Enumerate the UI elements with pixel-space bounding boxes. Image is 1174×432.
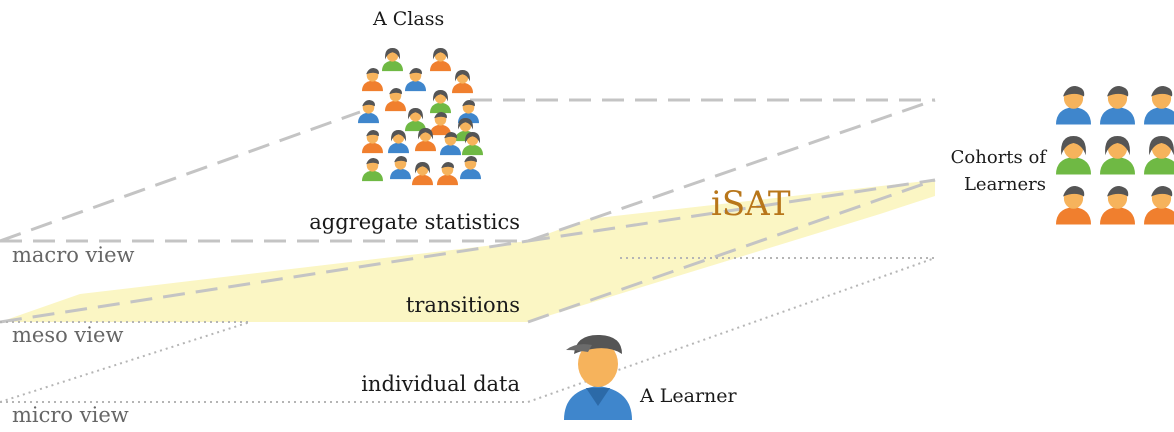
learner-label: A Learner <box>640 385 737 407</box>
person-icon <box>358 100 379 124</box>
person-icon <box>440 132 461 156</box>
person-icon <box>1144 186 1174 225</box>
person-icon <box>390 156 411 180</box>
person-icon <box>1144 136 1174 175</box>
person-icon <box>462 132 483 156</box>
cohorts-label: Cohorts of Learners <box>950 147 1046 195</box>
person-icon <box>1100 136 1135 175</box>
macro-view-lines <box>0 98 936 243</box>
person-icon <box>388 130 409 154</box>
aggregate-statistics-label: aggregate statistics <box>309 210 520 234</box>
micro-view-lines <box>0 257 936 403</box>
micro-view-label: micro view <box>12 403 129 427</box>
person-icon <box>405 68 426 92</box>
person-icon <box>415 128 436 152</box>
transitions-label: transitions <box>405 293 520 317</box>
person-icon <box>430 112 451 136</box>
person-icon <box>430 90 451 114</box>
isat-brand-label: iSAT <box>711 184 791 224</box>
person-icon <box>1100 186 1135 225</box>
person-icon <box>382 48 403 72</box>
meso-view-lines <box>0 178 936 324</box>
meso-view-label: meso view <box>12 323 124 347</box>
person-icon <box>1056 186 1091 225</box>
person-icon <box>362 158 383 182</box>
person-icon <box>362 130 383 154</box>
person-icon <box>405 108 426 132</box>
macro-view-label: macro view <box>12 243 135 267</box>
person-icon <box>362 68 383 92</box>
person-icon <box>430 48 451 72</box>
person-icon <box>460 156 481 180</box>
person-icon <box>452 70 473 94</box>
class-label: A Class <box>373 8 445 30</box>
person-icon <box>437 162 458 186</box>
class-group-icon <box>358 48 483 186</box>
cohorts-group-icon <box>1056 86 1174 225</box>
person-icon <box>1056 86 1091 125</box>
learner-icon <box>564 334 632 420</box>
person-icon <box>1100 86 1135 125</box>
person-icon <box>1056 136 1091 175</box>
person-icon <box>385 88 406 112</box>
individual-data-label: individual data <box>361 372 520 396</box>
person-icon <box>412 162 433 186</box>
person-icon <box>1144 86 1174 125</box>
